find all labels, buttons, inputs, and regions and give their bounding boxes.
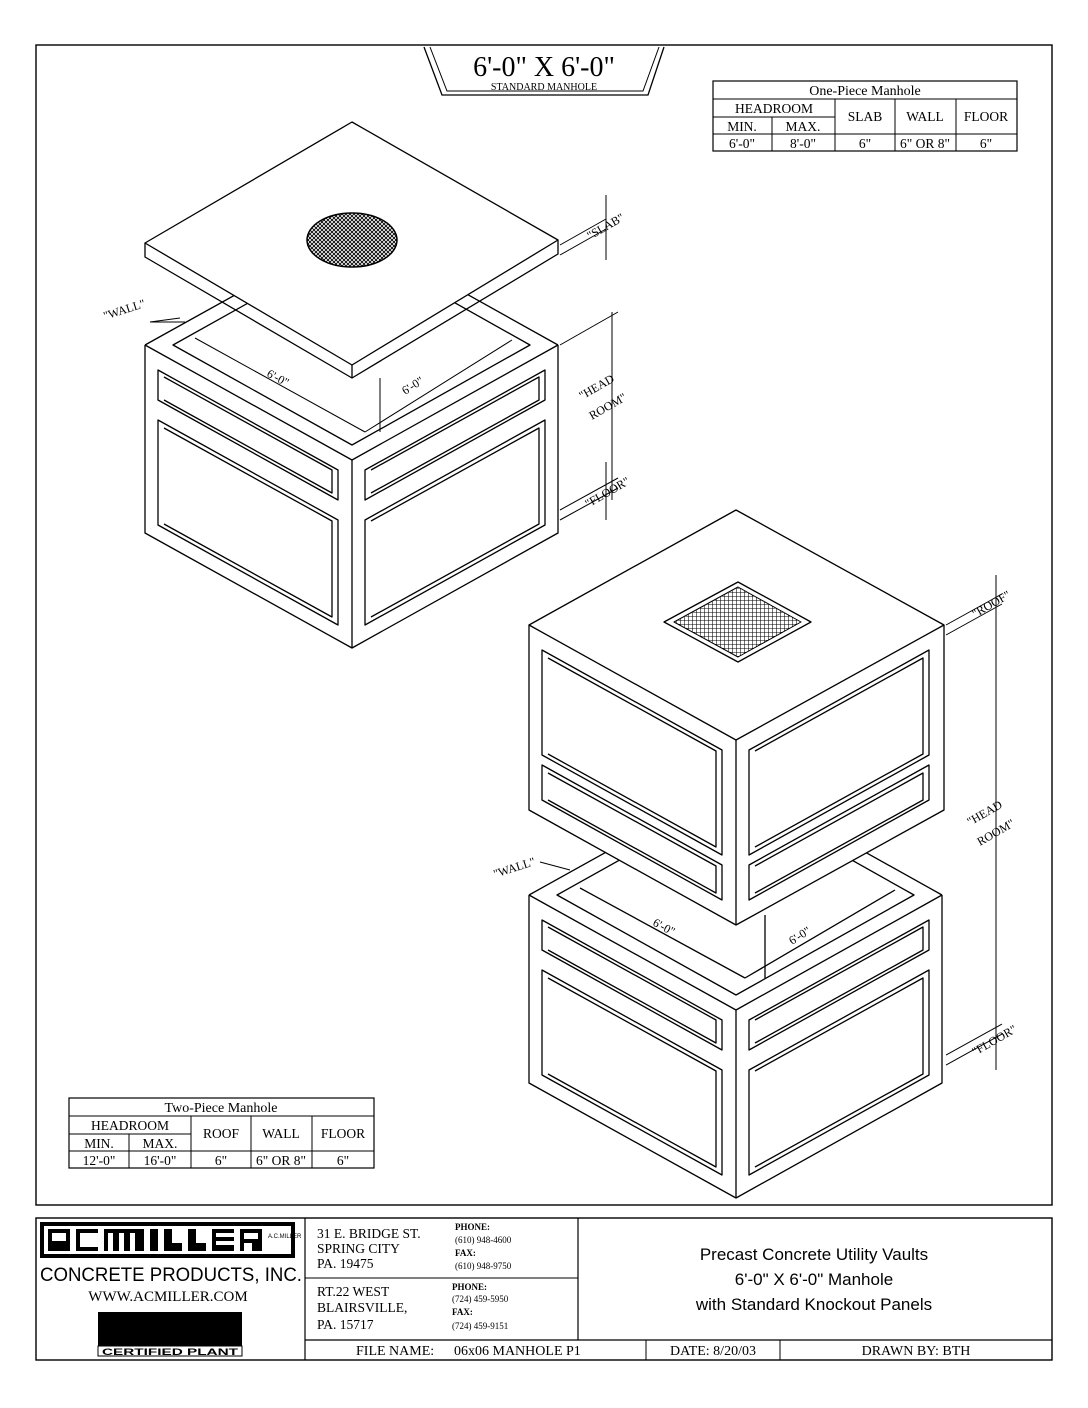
- one-piece-floor-label: "FLOOR": [583, 474, 633, 511]
- title-block-border: [35, 1217, 1053, 1361]
- npca-logo: NPCA CERTIFIED PLANT: [97, 1312, 243, 1357]
- one-piece-min-value: 6'-0": [729, 136, 755, 151]
- one-piece-slab: [144, 121, 559, 379]
- sheet-title: 6'-0" X 6'-0": [473, 52, 615, 83]
- one-piece-wall-label: "WALL": [102, 296, 147, 323]
- two-piece-max: MAX.: [143, 1136, 178, 1151]
- two-piece-top: [528, 509, 945, 926]
- contact2-fax: (724) 459-9151: [452, 1321, 508, 1331]
- one-piece-min: MIN.: [727, 119, 757, 134]
- one-piece-manhole: [144, 121, 619, 649]
- two-piece-roof-value: 6": [215, 1153, 227, 1168]
- product-description: Precast Concrete Utility Vaults 6'-0" X …: [695, 1245, 932, 1314]
- one-piece-wall-value: 6" OR 8": [900, 136, 950, 151]
- drawing-date: DATE: 8/20/03: [670, 1344, 756, 1359]
- two-piece-roof: ROOF: [203, 1126, 240, 1141]
- two-piece-wall-label: "WALL": [492, 854, 537, 881]
- one-piece-dim-right: 6'-0": [399, 373, 426, 397]
- one-piece-dim-left: 6'-0": [265, 366, 292, 389]
- two-piece-manhole: [528, 509, 1003, 1199]
- two-piece-min: MIN.: [84, 1136, 114, 1151]
- two-piece-wall: WALL: [262, 1126, 300, 1141]
- contact1-fax-label: FAX:: [455, 1248, 476, 1258]
- title-block: A.C.MILLER CONCRETE PRODUCTS, INC. WWW.A…: [40, 1218, 1052, 1360]
- product-line2: 6'-0" X 6'-0" Manhole: [735, 1270, 893, 1289]
- file-name-label: FILE NAME:: [356, 1344, 434, 1359]
- two-piece-side-dims: [539, 575, 1003, 1070]
- drawn-by: DRAWN BY: BTH: [862, 1344, 971, 1359]
- one-piece-max: MAX.: [786, 119, 821, 134]
- address2-line2: BLAIRSVILLE,: [317, 1300, 407, 1315]
- company-name: CONCRETE PRODUCTS, INC.: [40, 1265, 302, 1286]
- drawing-border: [35, 44, 1053, 1206]
- npca-subtitle: CERTIFIED PLANT: [102, 1347, 239, 1357]
- title-banner: 6'-0" X 6'-0" STANDARD MANHOLE: [423, 46, 665, 96]
- one-piece-floor-value: 6": [980, 136, 992, 151]
- contact2-phone-label: PHONE:: [452, 1282, 487, 1292]
- address2-line1: RT.22 WEST: [317, 1284, 390, 1299]
- address1-line1: 31 E. BRIDGE ST.: [317, 1226, 421, 1241]
- footer-row: FILE NAME: 06x06 MANHOLE P1 DATE: 8/20/0…: [356, 1344, 970, 1359]
- one-piece-table: One-Piece Manhole HEADROOM MIN. MAX. SLA…: [712, 80, 1018, 152]
- logo-wordmark: A.C.MILLER: [268, 1234, 302, 1240]
- address2-line3: PA. 15717: [317, 1317, 374, 1332]
- two-piece-max-value: 16'-0": [144, 1153, 177, 1168]
- two-piece-headroom: HEADROOM: [91, 1118, 169, 1133]
- contact-spring-city: PHONE: (610) 948-4600 FAX: (610) 948-975…: [455, 1222, 512, 1271]
- product-line3: with Standard Knockout Panels: [695, 1295, 932, 1314]
- address-spring-city: 31 E. BRIDGE ST. SPRING CITY PA. 19475: [317, 1226, 421, 1271]
- one-piece-dimensions: [194, 337, 513, 433]
- contact1-fax: (610) 948-9750: [455, 1261, 512, 1271]
- one-piece-headroom: HEADROOM: [735, 101, 813, 116]
- company-website: WWW.ACMILLER.COM: [88, 1289, 247, 1305]
- contact-blairsville: PHONE: (724) 459-5950 FAX: (724) 459-915…: [452, 1282, 509, 1331]
- npca-wordmark: NPCA: [102, 1312, 238, 1347]
- two-piece-wall-value: 6" OR 8": [256, 1153, 306, 1168]
- one-piece-caption: One-Piece Manhole: [809, 84, 921, 99]
- address1-line3: PA. 19475: [317, 1256, 374, 1271]
- sheet-subtitle: STANDARD MANHOLE: [491, 82, 597, 93]
- two-piece-min-value: 12'-0": [83, 1153, 116, 1168]
- address-blairsville: RT.22 WEST BLAIRSVILLE, PA. 15717: [317, 1284, 407, 1332]
- one-piece-side-dims: [149, 195, 619, 521]
- address1-line2: SPRING CITY: [317, 1241, 400, 1256]
- one-piece-wall: WALL: [906, 109, 944, 124]
- two-piece-floor: FLOOR: [321, 1126, 365, 1141]
- two-piece-table: Two-Piece Manhole HEADROOM MIN. MAX. ROO…: [68, 1097, 375, 1169]
- contact2-fax-label: FAX:: [452, 1307, 473, 1317]
- contact1-phone: (610) 948-4600: [455, 1235, 512, 1245]
- one-piece-max-value: 8'-0": [790, 136, 816, 151]
- two-piece-floor-value: 6": [337, 1153, 349, 1168]
- two-piece-roof-label: "ROOF": [970, 588, 1013, 621]
- two-piece-dim-left: 6'-0": [651, 915, 678, 938]
- contact2-phone: (724) 459-5950: [452, 1294, 509, 1304]
- one-piece-slab: SLAB: [848, 109, 883, 124]
- contact1-phone-label: PHONE:: [455, 1222, 490, 1232]
- round-cover-icon: [306, 212, 398, 268]
- two-piece-floor-label: "FLOOR": [970, 1022, 1020, 1059]
- two-piece-caption: Two-Piece Manhole: [165, 1101, 278, 1116]
- file-name: 06x06 MANHOLE P1: [454, 1344, 581, 1359]
- one-piece-floor: FLOOR: [964, 109, 1008, 124]
- product-line1: Precast Concrete Utility Vaults: [700, 1245, 928, 1264]
- company-logo: A.C.MILLER: [40, 1222, 302, 1258]
- one-piece-slab-value: 6": [859, 136, 871, 151]
- two-piece-dim-right: 6'-0": [786, 923, 813, 947]
